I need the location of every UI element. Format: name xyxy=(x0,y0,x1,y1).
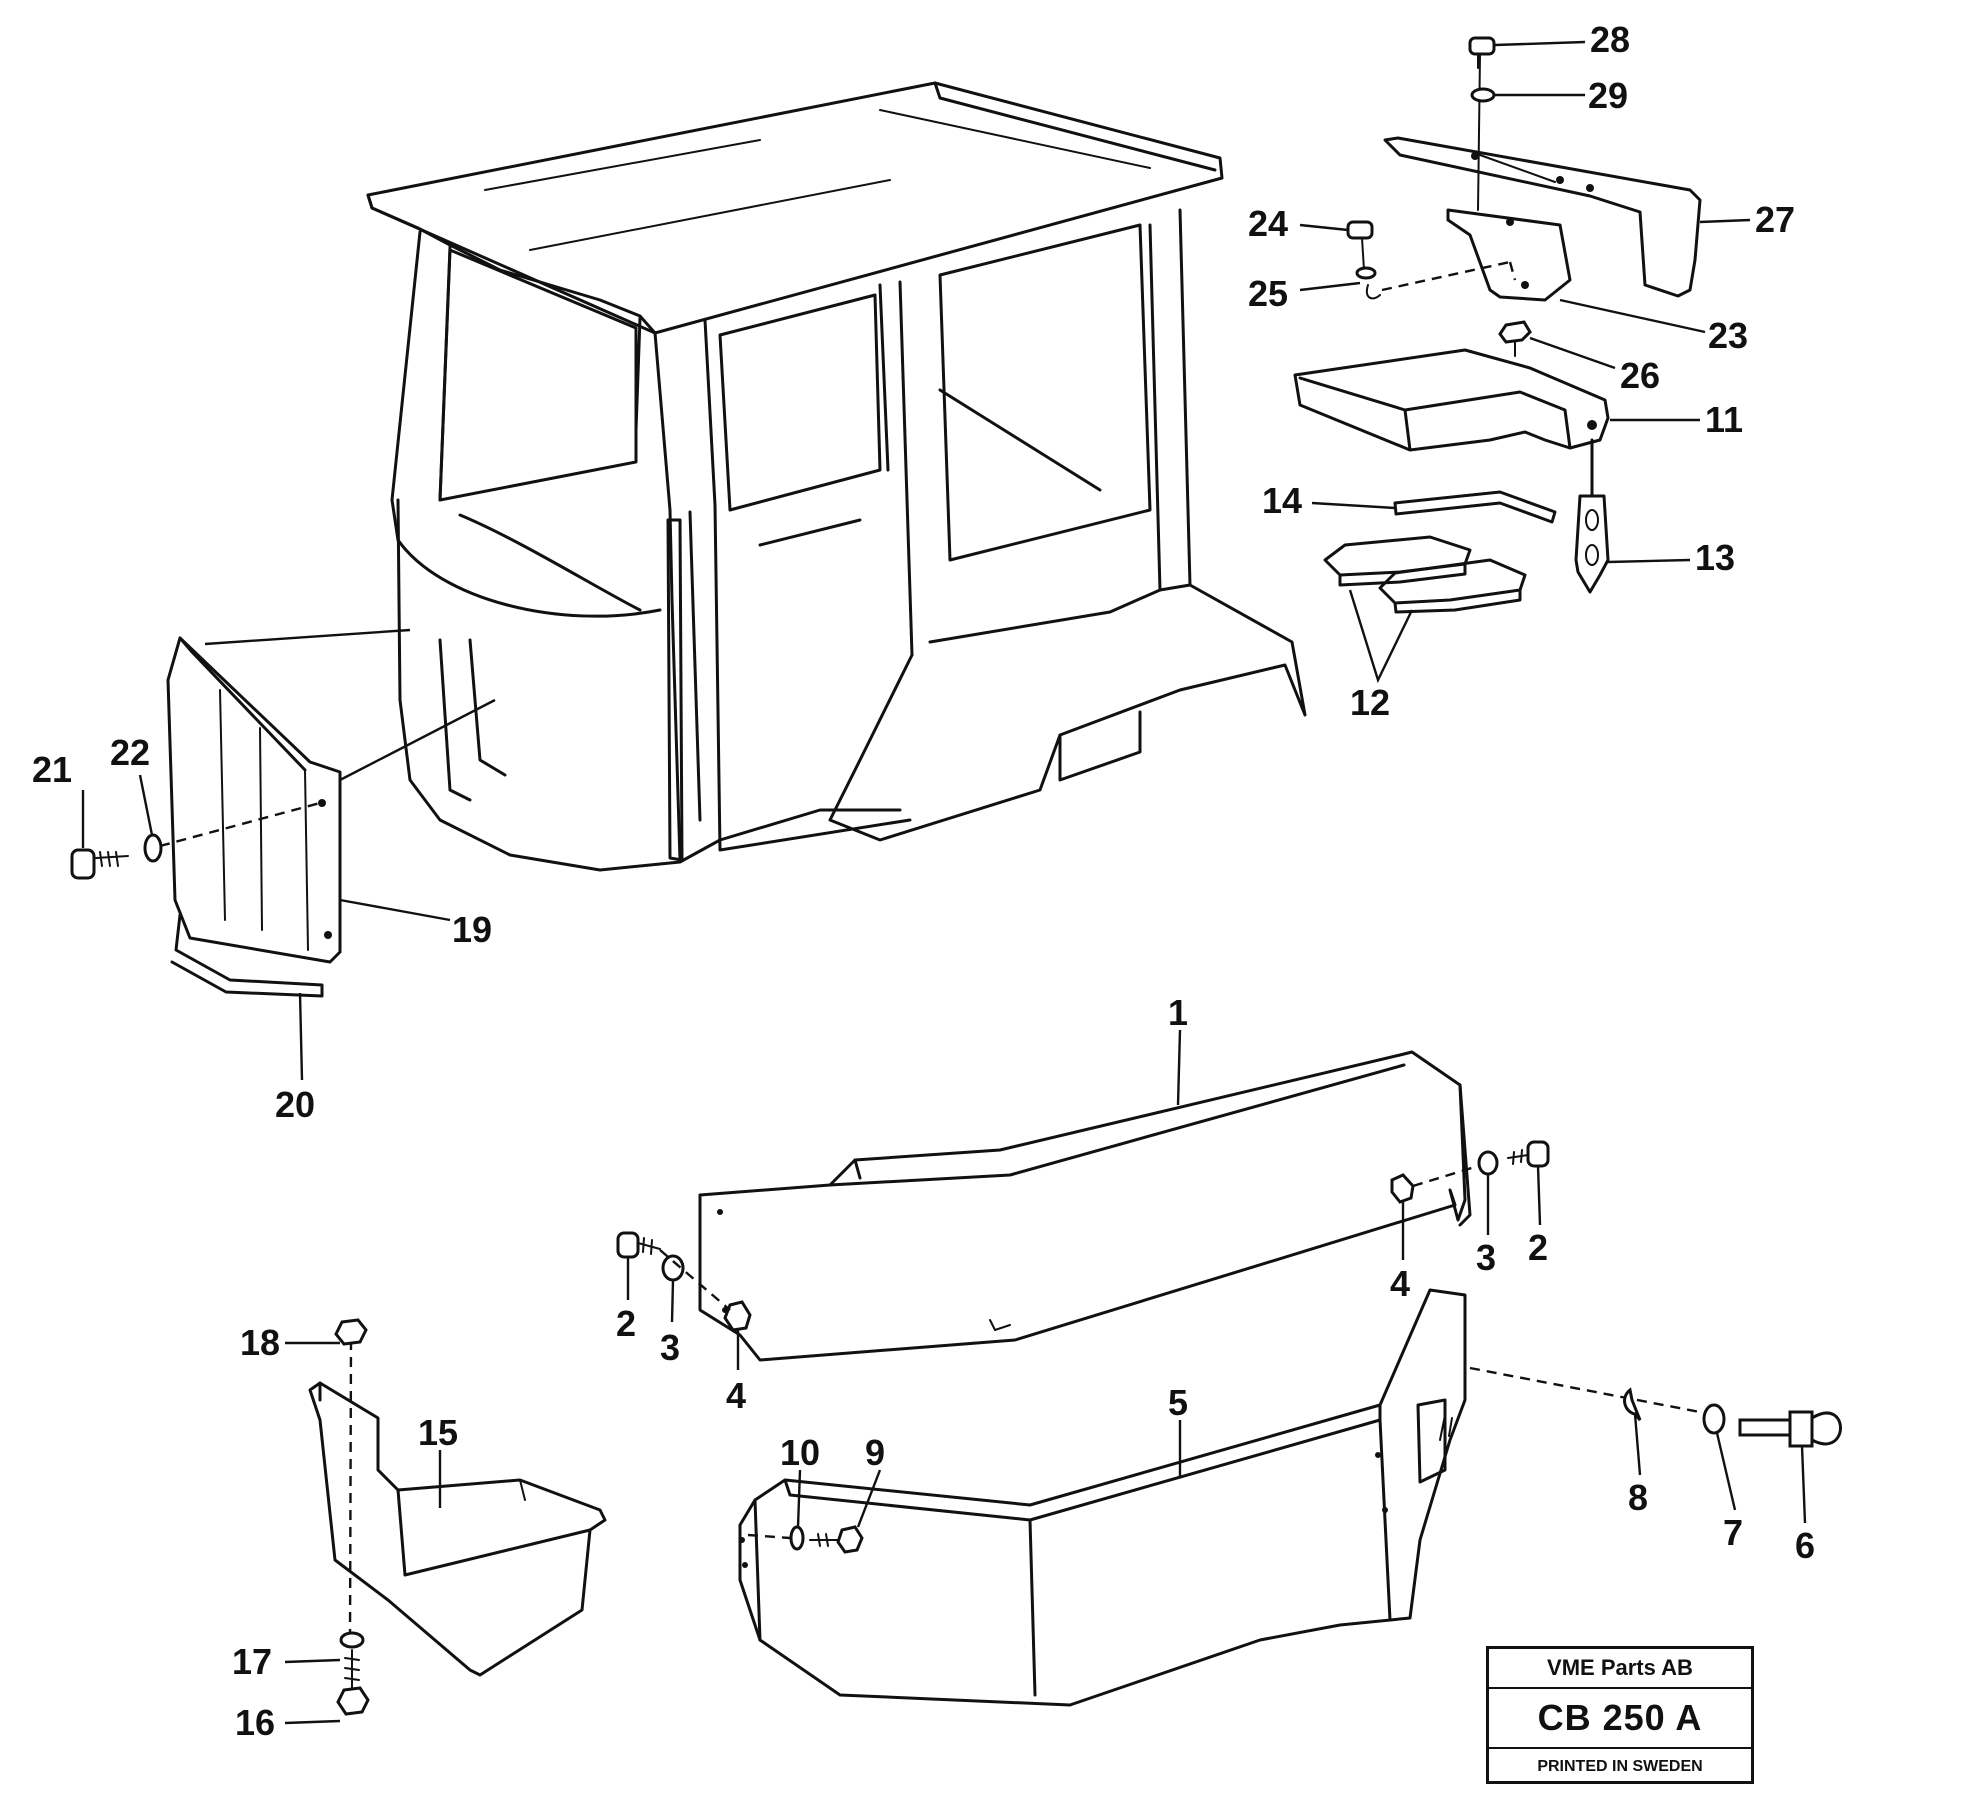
callout-28: 28 xyxy=(1590,19,1630,60)
nut-4-right xyxy=(1390,1173,1415,1204)
bracket-23 xyxy=(1446,208,1572,302)
callout-7: 7 xyxy=(1723,1512,1743,1553)
callout-12: 12 xyxy=(1350,682,1390,723)
callout-18: 18 xyxy=(240,1322,280,1363)
bolt-2-right xyxy=(1507,1140,1550,1168)
nut-9 xyxy=(809,1525,864,1554)
cushion-11 xyxy=(1293,348,1610,452)
leader-lines xyxy=(81,40,1807,1725)
callout-5: 5 xyxy=(1168,1382,1188,1423)
callout-26: 26 xyxy=(1620,355,1660,396)
washer-22 xyxy=(143,833,163,863)
callout-15: 15 xyxy=(418,1412,458,1453)
nut-18 xyxy=(334,1318,368,1346)
title-block: VME Parts AB CB 250 A PRINTED IN SWEDEN xyxy=(1486,1646,1754,1784)
callout-2-right: 2 xyxy=(1528,1227,1548,1268)
bolt-2-left xyxy=(616,1231,661,1259)
pin-6 xyxy=(1738,1410,1842,1448)
drawing-code: CB 250 A xyxy=(1489,1689,1751,1749)
cab-assembly xyxy=(366,81,1307,872)
callout-numbers: 28 29 27 24 25 23 26 11 14 13 12 21 22 1… xyxy=(32,19,1815,1743)
callout-13: 13 xyxy=(1695,537,1735,578)
callout-8: 8 xyxy=(1628,1477,1648,1518)
seal-strip-20 xyxy=(170,913,324,998)
bracket-15 xyxy=(308,1381,607,1677)
bracket-27 xyxy=(1383,136,1702,298)
callout-9: 9 xyxy=(865,1432,885,1473)
callout-1: 1 xyxy=(1168,992,1188,1033)
callout-19: 19 xyxy=(452,909,492,950)
washer-3-right xyxy=(1477,1150,1499,1176)
callout-25: 25 xyxy=(1248,273,1288,314)
cover-1 xyxy=(698,1050,1472,1362)
callout-2-left: 2 xyxy=(616,1303,636,1344)
latch-13 xyxy=(1574,438,1610,594)
nut-26 xyxy=(1498,320,1532,357)
callout-29: 29 xyxy=(1588,75,1628,116)
company-name: VME Parts AB xyxy=(1489,1649,1751,1689)
callout-17: 17 xyxy=(232,1641,272,1682)
bolt-16 xyxy=(336,1649,370,1716)
callout-10: 10 xyxy=(780,1432,820,1473)
callout-22: 22 xyxy=(110,732,150,773)
callout-11: 11 xyxy=(1705,399,1743,440)
callout-3-left: 3 xyxy=(660,1327,680,1368)
bolt-24 xyxy=(1346,220,1374,271)
nut-4-left xyxy=(723,1300,752,1332)
washer-10 xyxy=(789,1525,805,1551)
clip-8 xyxy=(1623,1387,1642,1421)
callout-24: 24 xyxy=(1248,203,1288,244)
bolt-28 xyxy=(1468,36,1496,69)
washer-29 xyxy=(1470,87,1496,103)
washer-25 xyxy=(1355,266,1381,300)
callout-27: 27 xyxy=(1755,199,1795,240)
callout-4-right: 4 xyxy=(1390,1263,1410,1304)
callout-23: 23 xyxy=(1708,315,1748,356)
callout-6: 6 xyxy=(1795,1525,1815,1566)
printed-note: PRINTED IN SWEDEN xyxy=(1537,1758,1703,1775)
washer-17 xyxy=(339,1631,365,1649)
side-panel-19 xyxy=(166,636,342,964)
callout-14: 14 xyxy=(1262,480,1302,521)
bolt-21 xyxy=(70,848,129,880)
rod-14 xyxy=(1393,490,1557,524)
cover-5 xyxy=(738,1288,1467,1707)
callout-21: 21 xyxy=(32,749,72,790)
callout-3-right: 3 xyxy=(1476,1237,1496,1278)
pads-12 xyxy=(1323,535,1527,614)
washer-7 xyxy=(1702,1403,1726,1435)
callout-20: 20 xyxy=(275,1084,315,1125)
callout-16: 16 xyxy=(235,1702,275,1743)
callout-4-left: 4 xyxy=(726,1375,746,1416)
